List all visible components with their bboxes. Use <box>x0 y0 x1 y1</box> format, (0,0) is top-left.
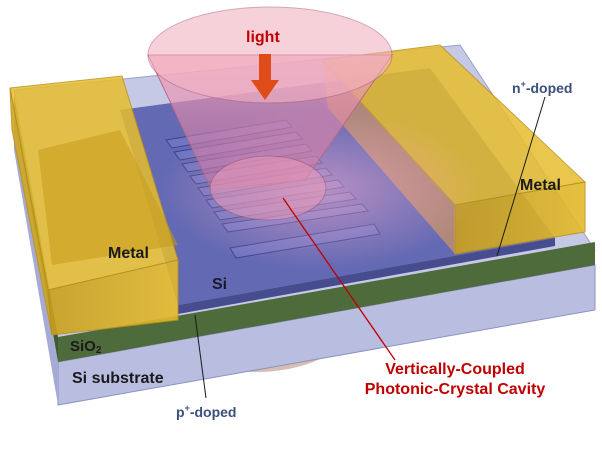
n-doped-leader-line <box>496 96 546 257</box>
sio2-label-main: SiO <box>70 338 96 355</box>
sio2-label: SiO2 <box>70 339 101 356</box>
oxide-front <box>58 242 595 362</box>
n-doped-rest: -doped <box>525 80 573 96</box>
p-doped-leader-line <box>194 314 207 399</box>
light-arrow-icon <box>251 54 279 100</box>
n-doped-label: n+-doped <box>512 79 573 96</box>
metal-left-label: Metal <box>108 245 149 262</box>
cavity-label-line1: Vertically-Coupled <box>385 361 525 378</box>
light-label: light <box>246 29 280 46</box>
silicon-label: Si <box>212 276 228 293</box>
metal-pad-left <box>9 75 179 336</box>
p-doped-main: p <box>176 404 185 420</box>
cavity-label-line2: Photonic-Crystal Cavity <box>364 381 546 398</box>
cavity-label: Vertically-Coupled Photonic-Crystal Cavi… <box>335 360 575 400</box>
p-doped-rest: -doped <box>189 404 237 420</box>
n-doped-sup: + <box>520 79 526 89</box>
n-doped-main: n <box>512 80 521 96</box>
p-doped-sup: + <box>184 403 190 413</box>
silicon-slab-front <box>178 238 555 314</box>
p-doped-label: p+-doped <box>176 403 237 420</box>
cavity-leader-line <box>282 197 396 361</box>
metal-right-label: Metal <box>520 177 561 194</box>
sio2-label-sub: 2 <box>95 345 102 356</box>
substrate-label: Si substrate <box>72 370 164 387</box>
